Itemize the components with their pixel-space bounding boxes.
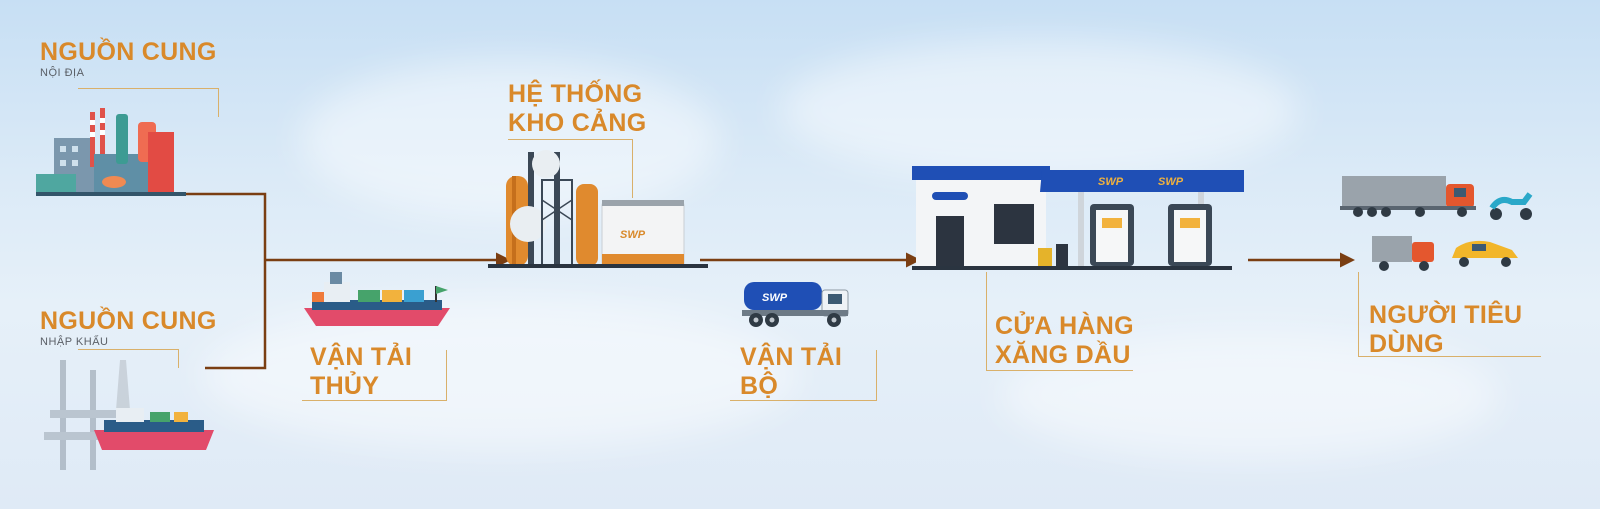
road-transport-line1: VẬN TẢI [740, 343, 843, 371]
vehicles-icon [1340, 176, 1533, 271]
domestic-leader-line [78, 88, 219, 117]
depot-system-line2: KHO CẢNG [508, 109, 647, 137]
consumer-leader-line [1358, 272, 1541, 357]
road-transport-line2: BỘ [740, 372, 779, 400]
depot-system-line1: HỆ THỐNG [508, 80, 643, 108]
svg-text:SWP: SWP [620, 229, 646, 241]
import-supply-title: NGUỒN CUNG [40, 307, 217, 335]
waterway-leader-line [302, 350, 447, 401]
factory-icon [36, 108, 186, 196]
svg-text:SWP: SWP [1098, 176, 1124, 188]
fuel-station-line1: CỬA HÀNG [995, 312, 1134, 340]
waterway-transport-line1: VẬN TẢI [310, 343, 413, 371]
road-leader-line [730, 350, 877, 401]
gas-station-icon: SWP SWP [912, 166, 1244, 270]
domestic-supply-subtitle: NỘI ĐỊA [40, 67, 85, 79]
refinery-storage-tank-icon: SWP [488, 150, 708, 268]
flow-connector-domestic [170, 192, 267, 260]
tanker-truck-icon: SWP [742, 282, 849, 327]
flow-connector-import [205, 260, 267, 370]
consumer-line1: NGƯỜI TIÊU [1369, 301, 1523, 329]
depot-leader-line [508, 139, 633, 198]
fuel-station-line2: XĂNG DẦU [995, 341, 1131, 369]
svg-text:SWP: SWP [1158, 176, 1184, 188]
waterway-transport-line2: THỦY [310, 372, 380, 400]
station-leader-line [986, 272, 1133, 371]
import-leader-line [78, 349, 179, 368]
cargo-ship-icon [304, 272, 450, 326]
oil-rig-and-tanker-icon [44, 360, 214, 470]
svg-text:SWP: SWP [762, 292, 788, 304]
domestic-supply-title: NGUỒN CUNG [40, 38, 217, 66]
import-supply-subtitle: NHẬP KHẨU [40, 336, 109, 348]
consumer-line2: DÙNG [1369, 330, 1444, 358]
